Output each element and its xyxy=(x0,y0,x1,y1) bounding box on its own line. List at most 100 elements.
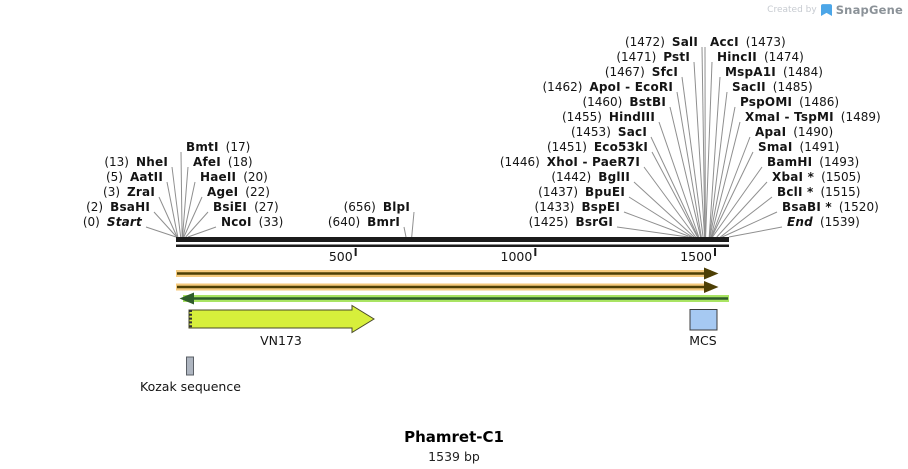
connector-line xyxy=(643,166,697,238)
enzyme-site-label-bspei[interactable]: (1433)BspEI xyxy=(535,201,620,213)
connector-line xyxy=(709,106,736,238)
site-enzyme-name: AfeI xyxy=(193,155,221,169)
enzyme-site-label-smai[interactable]: SmaI(1491) xyxy=(758,141,839,153)
enzyme-site-label-mspa1i[interactable]: MspA1I(1484) xyxy=(725,66,823,78)
site-position: (1471) xyxy=(616,50,657,64)
enzyme-site-label-xbai[interactable]: XbaI *(1505) xyxy=(772,171,861,183)
site-position: (1493) xyxy=(819,155,860,169)
site-enzyme-name: ApaI xyxy=(755,125,787,139)
site-position: (13) xyxy=(104,155,129,169)
enzyme-site-label-apoi-ecori[interactable]: (1462) ApoI - EcoRI xyxy=(543,81,674,93)
feature-mcs-box[interactable] xyxy=(689,309,718,331)
site-enzyme-name: SacI xyxy=(617,125,647,139)
connector-line xyxy=(669,106,702,238)
enzyme-site-label-sfci[interactable]: (1467)SfcI xyxy=(605,66,678,78)
connector-line xyxy=(153,211,178,238)
connector-line xyxy=(728,226,783,238)
connector-line xyxy=(712,166,763,238)
enzyme-site-label-xhoi-paer7i[interactable]: (1446)XhoI - PaeR7I xyxy=(500,156,640,168)
site-position: (22) xyxy=(245,185,270,199)
site-position: (1437) xyxy=(538,185,579,199)
site-enzyme-name: End xyxy=(787,215,813,229)
enzyme-site-label-sacii[interactable]: SacII(1485) xyxy=(732,81,813,93)
feature-label-vn173: VN173 xyxy=(260,333,302,348)
enzyme-site-label-eco53ki[interactable]: (1451)Eco53kI xyxy=(547,141,648,153)
enzyme-site-label-bsabi[interactable]: BsaBI *(1520) xyxy=(782,201,879,213)
enzyme-site-label-aatii[interactable]: (5)AatII xyxy=(106,171,163,183)
site-position: (640) xyxy=(327,215,361,229)
enzyme-site-label-start[interactable]: (0)Start xyxy=(83,216,142,228)
site-position: (18) xyxy=(227,155,253,169)
enzyme-site-label-bsahi[interactable]: (2)BsaHI xyxy=(86,201,150,213)
enzyme-site-label-apai[interactable]: ApaI(1490) xyxy=(755,126,833,138)
connector-line xyxy=(720,196,773,238)
enzyme-site-label-hincii[interactable]: HincII(1474) xyxy=(717,51,804,63)
site-enzyme-name: ZraI xyxy=(127,185,155,199)
connector-line xyxy=(411,211,415,238)
sequence-bar-bottom xyxy=(176,244,729,247)
site-enzyme-name: BmtI xyxy=(186,140,219,154)
enzyme-site-label-haeii[interactable]: HaeII(20) xyxy=(200,171,268,183)
site-enzyme-name: XbaI * xyxy=(772,170,815,184)
reverse-primer-arrow[interactable] xyxy=(179,292,730,305)
site-enzyme-name: XmaI - TspMI xyxy=(745,110,834,124)
enzyme-site-label-agei[interactable]: AgeI(22) xyxy=(207,186,270,198)
enzyme-site-label-ncoi[interactable]: NcoI(33) xyxy=(221,216,283,228)
enzyme-site-label-psti[interactable]: (1471)PstI xyxy=(616,51,690,63)
enzyme-site-label-blpi[interactable]: (656)BlpI xyxy=(344,201,410,213)
enzyme-site-label-end[interactable]: End(1539) xyxy=(787,216,860,228)
watermark-brand-text: SnapGene xyxy=(835,3,903,17)
site-enzyme-name: BsiEI xyxy=(213,200,248,214)
forward-primer-arrow-2[interactable] xyxy=(176,281,719,293)
feature-vn173-arrow[interactable] xyxy=(188,304,375,334)
feature-label-kozak-sequence: Kozak sequence xyxy=(140,379,241,394)
connector-line xyxy=(650,136,699,238)
enzyme-site-label-bamhi[interactable]: BamHI(1493) xyxy=(767,156,859,168)
site-position: (0) xyxy=(82,215,100,229)
connector-line xyxy=(180,151,183,238)
connector-line xyxy=(693,61,706,238)
connector-line xyxy=(623,211,692,238)
enzyme-site-label-hindiii[interactable]: (1455)HindIII xyxy=(562,111,655,123)
enzyme-site-label-acci[interactable]: AccI(1473) xyxy=(710,36,786,48)
connector-line xyxy=(708,76,721,238)
connector-line xyxy=(628,196,693,238)
forward-arrow-1-head xyxy=(704,267,719,280)
enzyme-site-label-bmti[interactable]: BmtI(17) xyxy=(186,141,250,153)
feature-kozak-marker[interactable] xyxy=(186,356,194,376)
enzyme-site-label-bstbi[interactable]: (1460)BstBI xyxy=(582,96,666,108)
enzyme-site-label-bsiei[interactable]: BsiEI(27) xyxy=(213,201,279,213)
enzyme-site-label-bsrgi[interactable]: (1425)BsrGI xyxy=(529,216,613,228)
feature-label-mcs: MCS xyxy=(689,333,717,348)
enzyme-site-label-pspomi[interactable]: PspOMI(1486) xyxy=(740,96,839,108)
enzyme-site-label-zrai[interactable]: (3) ZraI xyxy=(103,186,155,198)
site-position: (1486) xyxy=(799,95,840,109)
enzyme-site-label-afei[interactable]: AfeI (18) xyxy=(193,156,253,168)
enzyme-site-label-bcli[interactable]: BclI *(1515) xyxy=(777,186,860,198)
ruler-ticks xyxy=(354,248,716,256)
site-enzyme-name: AccI xyxy=(710,35,739,49)
enzyme-site-label-bmri[interactable]: (640)BmrI xyxy=(328,216,400,228)
site-enzyme-name: ApoI - EcoRI xyxy=(589,80,673,94)
site-position: (3) xyxy=(103,185,121,199)
site-position: (1489) xyxy=(840,110,881,124)
connector-line xyxy=(681,76,704,238)
enzyme-site-label-bpuei[interactable]: (1437)BpuEI xyxy=(538,186,625,198)
site-enzyme-name: BsaHI xyxy=(110,200,150,214)
site-position: (1451) xyxy=(546,140,587,154)
enzyme-site-label-nhei[interactable]: (13)NheI xyxy=(104,156,168,168)
site-position: (1462) xyxy=(542,80,583,94)
snapgene-watermark: Created by SnapGene xyxy=(767,3,903,17)
connector-line xyxy=(185,211,209,238)
ruler-label-500: 500 xyxy=(328,249,353,264)
site-enzyme-name: BstBI xyxy=(629,95,666,109)
site-position: (1484) xyxy=(782,65,823,79)
forward-primer-arrow-1[interactable] xyxy=(176,267,719,280)
site-enzyme-name: SacII xyxy=(732,80,766,94)
enzyme-site-label-xmai-tspmi[interactable]: XmaI - TspMI (1489) xyxy=(745,111,881,123)
site-position: (1472) xyxy=(624,35,665,49)
site-position: (1446) xyxy=(499,155,540,169)
enzyme-site-label-sali[interactable]: (1472)SalI xyxy=(625,36,698,48)
enzyme-site-label-bglii[interactable]: (1442)BglII xyxy=(551,171,630,183)
enzyme-site-label-saci[interactable]: (1453)SacI xyxy=(571,126,647,138)
